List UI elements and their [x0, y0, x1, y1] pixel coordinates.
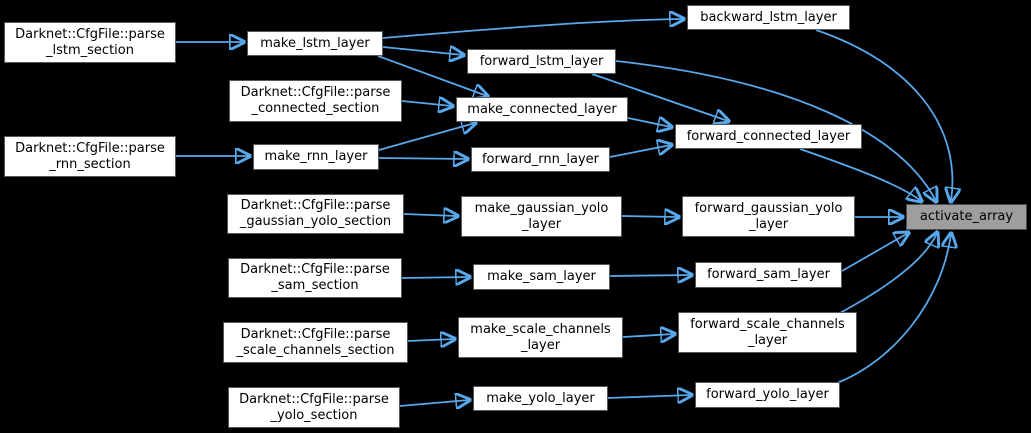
node-parse-yolo-section[interactable]: Darknet::CfgFile::parse _yolo_section: [228, 387, 400, 428]
node-parse-scale-channels-section[interactable]: Darknet::CfgFile::parse _scale_channels_…: [223, 322, 408, 363]
node-parse-rnn-section[interactable]: Darknet::CfgFile::parse _rnn_section: [4, 136, 176, 177]
node-parse-sam-section[interactable]: Darknet::CfgFile::parse _sam_section: [228, 258, 402, 298]
node-forward-sam-layer[interactable]: forward_sam_layer: [695, 262, 842, 288]
edge-make-rnn-to-forward-rnn: [378, 158, 467, 159]
edge-parse-gaussian-to-make-gaussian: [403, 214, 457, 216]
node-make-gaussian-yolo-layer[interactable]: make_gaussian_yolo _layer: [461, 196, 622, 237]
node-activate-array[interactable]: activate_array: [906, 204, 1027, 230]
edge-forward-lstm-to-activate: [615, 60, 936, 201]
edge-forward-yolo-to-activate: [836, 234, 951, 384]
node-make-lstm-layer[interactable]: make_lstm_layer: [247, 31, 383, 56]
edge-make-lstm-to-forward-lstm: [382, 47, 463, 55]
edge-parse-connected-to-make-connected: [401, 101, 452, 106]
edge-parse-sam-to-make-sam: [401, 277, 469, 278]
edge-make-sam-to-forward-sam: [609, 275, 691, 276]
edge-make-rnn-to-make-connected: [378, 123, 475, 151]
node-make-yolo-layer[interactable]: make_yolo_layer: [473, 386, 608, 411]
node-parse-connected-section[interactable]: Darknet::CfgFile::parse _connected_secti…: [229, 80, 402, 122]
edge-make-gaussian-to-forward-gaussian: [621, 216, 678, 217]
node-parse-gaussian-yolo-section[interactable]: Darknet::CfgFile::parse _gaussian_yolo_s…: [227, 194, 404, 234]
edge-forward-connected-to-activate: [799, 148, 921, 201]
edge-make-lstm-to-backward-lstm: [382, 19, 683, 39]
edge-forward-sam-to-activate: [841, 233, 908, 272]
edge-make-scale-to-forward-scale: [622, 334, 674, 337]
node-forward-lstm-layer[interactable]: forward_lstm_layer: [467, 49, 616, 74]
edge-forward-scale-to-activate: [837, 233, 937, 315]
edge-make-lstm-to-make-connected: [377, 55, 487, 96]
node-make-sam-layer[interactable]: make_sam_layer: [473, 264, 610, 290]
node-forward-yolo-layer[interactable]: forward_yolo_layer: [695, 382, 840, 408]
node-forward-connected-layer[interactable]: forward_connected_layer: [675, 124, 862, 149]
edge-parse-scale-to-make-scale: [407, 339, 454, 341]
edge-make-connected-to-forward-connected: [627, 118, 671, 127]
node-make-connected-layer[interactable]: make_connected_layer: [456, 97, 628, 122]
edge-forward-rnn-to-forward-connected: [609, 145, 671, 158]
edge-backward-lstm-to-activate: [815, 29, 952, 201]
edge-make-yolo-to-forward-yolo: [607, 395, 691, 398]
node-parse-lstm-section[interactable]: Darknet::CfgFile::parse _lstm_section: [4, 22, 176, 63]
node-backward-lstm-layer[interactable]: backward_lstm_layer: [687, 5, 850, 30]
node-forward-rnn-layer[interactable]: forward_rnn_layer: [471, 147, 610, 172]
node-make-scale-channels-layer[interactable]: make_scale_channels _layer: [458, 317, 623, 358]
node-forward-scale-channels-layer[interactable]: forward_scale_channels _layer: [678, 312, 857, 353]
node-make-rnn-layer[interactable]: make_rnn_layer: [253, 144, 379, 170]
edge-forward-lstm-to-forward-connected: [591, 73, 728, 121]
node-forward-gaussian-yolo-layer[interactable]: forward_gaussian_yolo _layer: [682, 196, 855, 237]
edge-parse-yolo-to-make-yolo: [399, 400, 469, 406]
